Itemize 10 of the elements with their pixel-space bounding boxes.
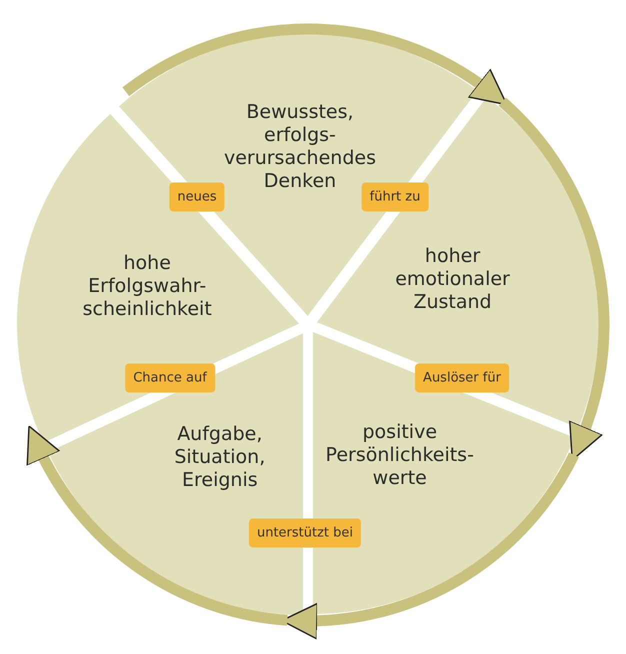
sector-text: hoher emotionaler Zustand [394, 244, 511, 314]
sector-text: hohe Erfolgswahr- scheinlichkeit [82, 252, 213, 322]
relation-tag: Chance auf [125, 364, 215, 392]
relation-tag: unterstützt bei [248, 518, 362, 548]
sector-text: Aufgabe, Situation, Ereignis [173, 423, 266, 492]
relation-tag: Auslöser für [415, 364, 509, 392]
curved-arrow [27, 426, 288, 626]
relation-tag: neues [169, 182, 225, 212]
relation-tag: führt zu [362, 182, 428, 212]
sector-text: positive Persönlichkeits- werte [324, 421, 475, 490]
